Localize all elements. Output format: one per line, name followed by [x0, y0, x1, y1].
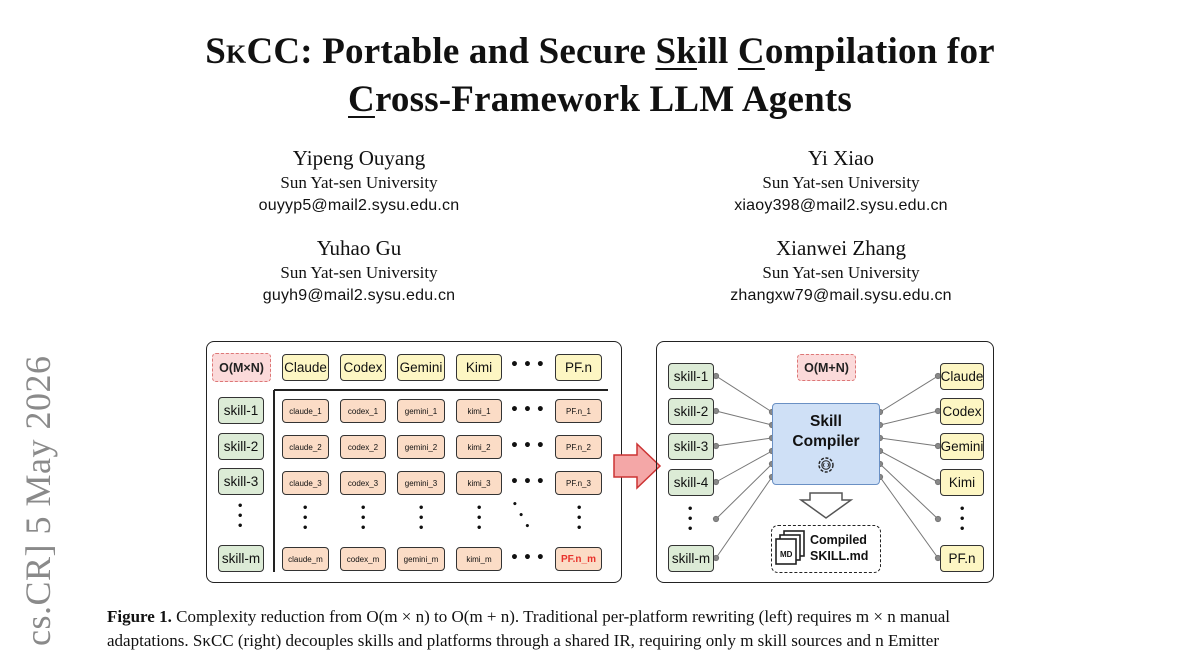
ellipsis-horizontal: ••• — [510, 357, 549, 373]
author-affiliation: Sun Yat-sen University — [280, 263, 438, 282]
caption-line-2: adaptations. SκCC (right) decouples skil… — [107, 631, 939, 650]
md-doc-tag: MD — [780, 550, 793, 559]
author-name: Yuhao Gu — [316, 236, 402, 260]
author-affiliation: Sun Yat-sen University — [280, 173, 438, 192]
matrix-cell: PF.n_1 — [555, 399, 602, 423]
ellipsis-vertical: ••• — [302, 503, 309, 534]
compiled-output-box: MD Compiled SKILL.md — [771, 525, 881, 573]
author-block-2: Yi Xiao Sun Yat-sen University xiaoy398@… — [631, 145, 1051, 217]
skill-4: skill-4 — [668, 469, 714, 496]
complexity-badge-m-plus-n: O(M+N) — [797, 354, 856, 381]
caption-text-1: Complexity reduction from O(m × n) to O(… — [171, 607, 950, 626]
ellipsis-vertical: ••• — [418, 503, 425, 534]
platform-kimi: Kimi — [940, 469, 984, 496]
matrix-cell: gemini_m — [397, 547, 445, 571]
ellipsis-horizontal: ••• — [510, 474, 549, 490]
platform-codex: Codex — [340, 354, 386, 381]
matrix-cell: claude_m — [282, 547, 329, 571]
transition-arrow-icon — [613, 442, 662, 490]
skill-2: skill-2 — [668, 398, 714, 425]
matrix-cell: gemini_1 — [397, 399, 445, 423]
ellipsis-vertical: ••• — [687, 504, 694, 535]
figure-left-panel — [206, 341, 622, 583]
skill-compiler: Skill Compiler — [772, 403, 880, 485]
matrix-cell: codex_m — [340, 547, 386, 571]
ellipsis-vertical: ••• — [476, 503, 483, 534]
skill-m: skill-m — [218, 545, 264, 572]
paper-title-line-1: SκCC: Portable and Secure Skill Compilat… — [205, 31, 995, 72]
complexity-badge-mn: O(M×N) — [212, 353, 271, 382]
compiler-label-line-1: Skill — [810, 413, 842, 430]
matrix-cell: kimi_1 — [456, 399, 502, 423]
platform-gemini: Gemini — [940, 433, 984, 460]
author-email: guyh9@mail2.sysu.edu.cn — [262, 287, 456, 304]
author-name: Xianwei Zhang — [775, 236, 907, 260]
ellipsis-diagonal: • • • — [512, 500, 531, 532]
compiled-label-line-1: Compiled — [810, 533, 867, 547]
matrix-cell: claude_3 — [282, 471, 329, 495]
platform-pfn: PF.n — [555, 354, 602, 381]
caption-line-1: Figure 1. Complexity reduction from O(m … — [107, 605, 1107, 629]
matrix-cell: kimi_2 — [456, 435, 502, 459]
output-arrow-icon — [798, 492, 854, 519]
ellipsis-horizontal: ••• — [510, 550, 549, 566]
author-affiliation: Sun Yat-sen University — [762, 173, 920, 192]
platform-claude: Claude — [282, 354, 329, 381]
author-name: Yi Xiao — [808, 146, 874, 170]
matrix-cell: codex_1 — [340, 399, 386, 423]
author-block-4: Xianwei Zhang Sun Yat-sen University zha… — [631, 235, 1051, 307]
ellipsis-vertical: ••• — [576, 503, 583, 534]
platform-claude: Claude — [940, 363, 984, 390]
author-name: Yipeng Ouyang — [292, 146, 426, 170]
matrix-cell: codex_2 — [340, 435, 386, 459]
skill-3: skill-3 — [668, 433, 714, 460]
caption-label: Figure 1. — [107, 607, 172, 626]
ellipsis-vertical: ••• — [360, 503, 367, 534]
author-email: ouyyp5@mail2.sysu.edu.cn — [258, 197, 460, 214]
matrix-cell-highlight: PF.n_m — [555, 547, 602, 571]
paper-title-line-2: Cross-Framework LLM Agents — [348, 79, 852, 120]
matrix-cell: codex_3 — [340, 471, 386, 495]
skill-1: skill-1 — [218, 397, 264, 424]
author-block-1: Yipeng Ouyang Sun Yat-sen University ouy… — [149, 145, 569, 217]
skill-3: skill-3 — [218, 468, 264, 495]
matrix-cell: PF.n_3 — [555, 471, 602, 495]
ellipsis-horizontal: ••• — [510, 438, 549, 454]
matrix-cell: gemini_2 — [397, 435, 445, 459]
author-email: xiaoy398@mail2.sysu.edu.cn — [734, 197, 948, 214]
ellipsis-vertical: ••• — [959, 504, 966, 535]
author-email: zhangxw79@mail.sysu.edu.cn — [730, 287, 952, 304]
ellipsis-horizontal: ••• — [510, 402, 549, 418]
figure-caption: Figure 1. Complexity reduction from O(m … — [107, 605, 1107, 653]
document-stack-icon — [775, 530, 805, 565]
skill-m: skill-m — [668, 545, 714, 572]
platform-pfn: PF.n — [940, 545, 984, 572]
skill-2: skill-2 — [218, 433, 264, 460]
figure-right-panel — [656, 341, 994, 583]
matrix-cell: gemini_3 — [397, 471, 445, 495]
matrix-cell: kimi_3 — [456, 471, 502, 495]
author-affiliation: Sun Yat-sen University — [762, 263, 920, 282]
compiled-output-label: Compiled SKILL.md — [810, 532, 868, 564]
skill-1: skill-1 — [668, 363, 714, 390]
platform-codex: Codex — [940, 398, 984, 425]
matrix-cell: kimi_m — [456, 547, 502, 571]
platform-gemini: Gemini — [397, 354, 445, 381]
matrix-cell: PF.n_2 — [555, 435, 602, 459]
author-block-3: Yuhao Gu Sun Yat-sen University guyh9@ma… — [149, 235, 569, 307]
platform-kimi: Kimi — [456, 354, 502, 381]
matrix-cell: claude_2 — [282, 435, 329, 459]
code-gear-icon — [818, 457, 834, 473]
compiled-label-line-2: SKILL.md — [810, 549, 869, 563]
matrix-cell: claude_1 — [282, 399, 329, 423]
compiler-label-line-2: Compiler — [792, 433, 860, 450]
ellipsis-vertical: ••• — [237, 501, 244, 532]
